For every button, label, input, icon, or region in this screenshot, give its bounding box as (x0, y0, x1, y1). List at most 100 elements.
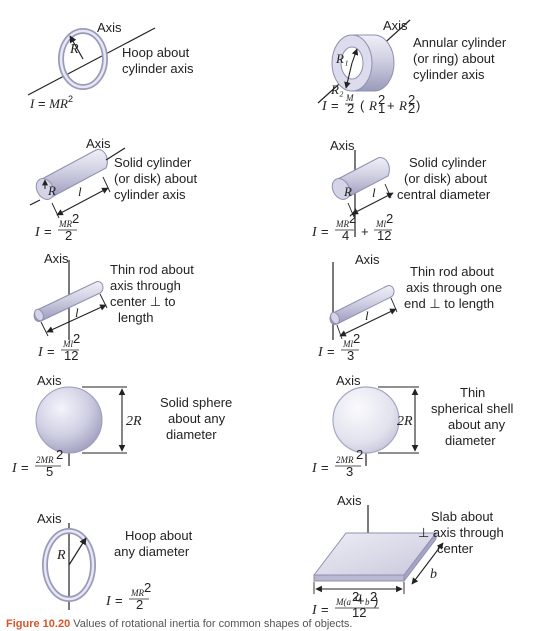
svg-text:I: I (311, 461, 318, 476)
r1-label: R₁ (335, 51, 348, 66)
description-line: center (437, 541, 474, 556)
svg-text:I: I (321, 99, 328, 114)
svg-text:R: R (398, 98, 407, 113)
svg-text:Ml: Ml (62, 339, 73, 349)
r2-label: R₂ (330, 82, 344, 97)
description-line: axis through one (406, 280, 502, 295)
description-line: any diameter (114, 544, 190, 559)
panel-slab: Axis a b Slab about ⊥ axis through cente… (311, 493, 504, 620)
axis-label: Axis (97, 20, 122, 35)
svg-text:2: 2 (73, 331, 80, 346)
description-line: center ⊥ to (110, 294, 176, 309)
svg-text:+: + (357, 593, 365, 608)
description-line: length (118, 310, 153, 325)
svg-text:12: 12 (64, 348, 78, 363)
radius-label: R (56, 548, 66, 563)
svg-text:=: = (47, 344, 55, 359)
svg-text:R: R (368, 98, 377, 113)
svg-text:MR: MR (335, 219, 349, 229)
panel-spherical-shell: Axis 2R Thin spherical shell about any d… (311, 373, 513, 479)
svg-text:3: 3 (347, 348, 354, 363)
svg-text:I: I (311, 603, 318, 618)
description-line: end ⊥ to length (404, 296, 494, 311)
axis-label: Axis (337, 493, 362, 508)
svg-text:2MR: 2MR (36, 455, 54, 465)
description-line: cylinder axis (413, 67, 485, 82)
radius-arrow (69, 35, 84, 60)
svg-text:2: 2 (72, 211, 79, 226)
svg-text:12: 12 (377, 228, 391, 243)
svg-text:=: = (321, 602, 329, 617)
svg-text:Ml: Ml (342, 339, 353, 349)
svg-text:=: = (327, 344, 335, 359)
svg-text:2: 2 (349, 211, 356, 226)
length-arrow (56, 187, 109, 216)
description-line: Solid sphere (160, 395, 232, 410)
description-line: ⊥ axis through (418, 525, 504, 540)
description-line: (or disk) about (114, 171, 197, 186)
svg-text:I: I (311, 225, 318, 240)
svg-text:2: 2 (353, 331, 360, 346)
svg-text:M: M (345, 93, 354, 103)
svg-text:2: 2 (408, 92, 415, 107)
side-b-label: b (430, 567, 437, 582)
axis-label: Axis (44, 251, 69, 266)
rotation-axis (27, 27, 156, 96)
r1-arrow (351, 48, 359, 64)
description-line: about any (448, 417, 506, 432)
description-line: Hoop about (125, 528, 193, 543)
radius-label: R (343, 184, 352, 199)
side-a-label: a (355, 590, 362, 605)
description-line: about any (168, 411, 226, 426)
panel-solid-sphere: Axis 2R Solid sphere about any diameter … (11, 373, 232, 479)
svg-text:2: 2 (378, 92, 385, 107)
svg-text:b: b (365, 597, 370, 607)
svg-text:MR: MR (130, 588, 144, 598)
svg-text:I: I (37, 345, 44, 360)
svg-text:=: = (331, 98, 339, 113)
length-label: l (78, 184, 82, 199)
radius-label: R (69, 42, 79, 57)
svg-text:): ) (416, 98, 420, 113)
caption-text: Values of rotational inertia for common … (73, 618, 353, 630)
svg-text:3: 3 (346, 464, 353, 479)
svg-text:4: 4 (342, 228, 349, 243)
length-label: l (365, 308, 369, 323)
svg-text:2: 2 (370, 589, 377, 604)
description-line: (or disk) about (404, 171, 487, 186)
svg-text:1: 1 (378, 101, 385, 116)
description-line: Solid cylinder (114, 155, 192, 170)
description-line: Annular cylinder (413, 35, 507, 50)
axis-label: Axis (86, 136, 111, 151)
solid-sphere-shape (35, 386, 103, 454)
svg-text:12: 12 (352, 605, 366, 620)
panel-thin-rod-center: Axis l Thin rod about axis through cente… (33, 251, 194, 363)
description-line: Hoop about (122, 45, 190, 60)
svg-text:): ) (374, 593, 378, 608)
svg-text:M(a: M(a (335, 597, 351, 607)
svg-text:=: = (321, 224, 329, 239)
svg-text:I: I (105, 594, 112, 609)
length-arrow (351, 192, 394, 215)
panel-hoop-cylinder-axis: Axis R Hoop about cylinder axis I = MR2 (27, 20, 194, 111)
svg-text:=: = (115, 593, 123, 608)
svg-text:=: = (44, 224, 52, 239)
description-line: Thin rod about (410, 264, 494, 279)
figure-caption: Figure 10.20 Values of rotational inerti… (6, 618, 353, 630)
svg-text:=: = (21, 460, 29, 475)
svg-text:+: + (361, 224, 369, 239)
axis-label: Axis (336, 373, 361, 388)
svg-text:(: ( (360, 98, 365, 113)
svg-text:I: I (34, 225, 41, 240)
length-arrow (339, 308, 397, 337)
rotation-axis (29, 199, 41, 206)
dimension-label: 2R (397, 414, 413, 429)
svg-text:2: 2 (352, 589, 359, 604)
